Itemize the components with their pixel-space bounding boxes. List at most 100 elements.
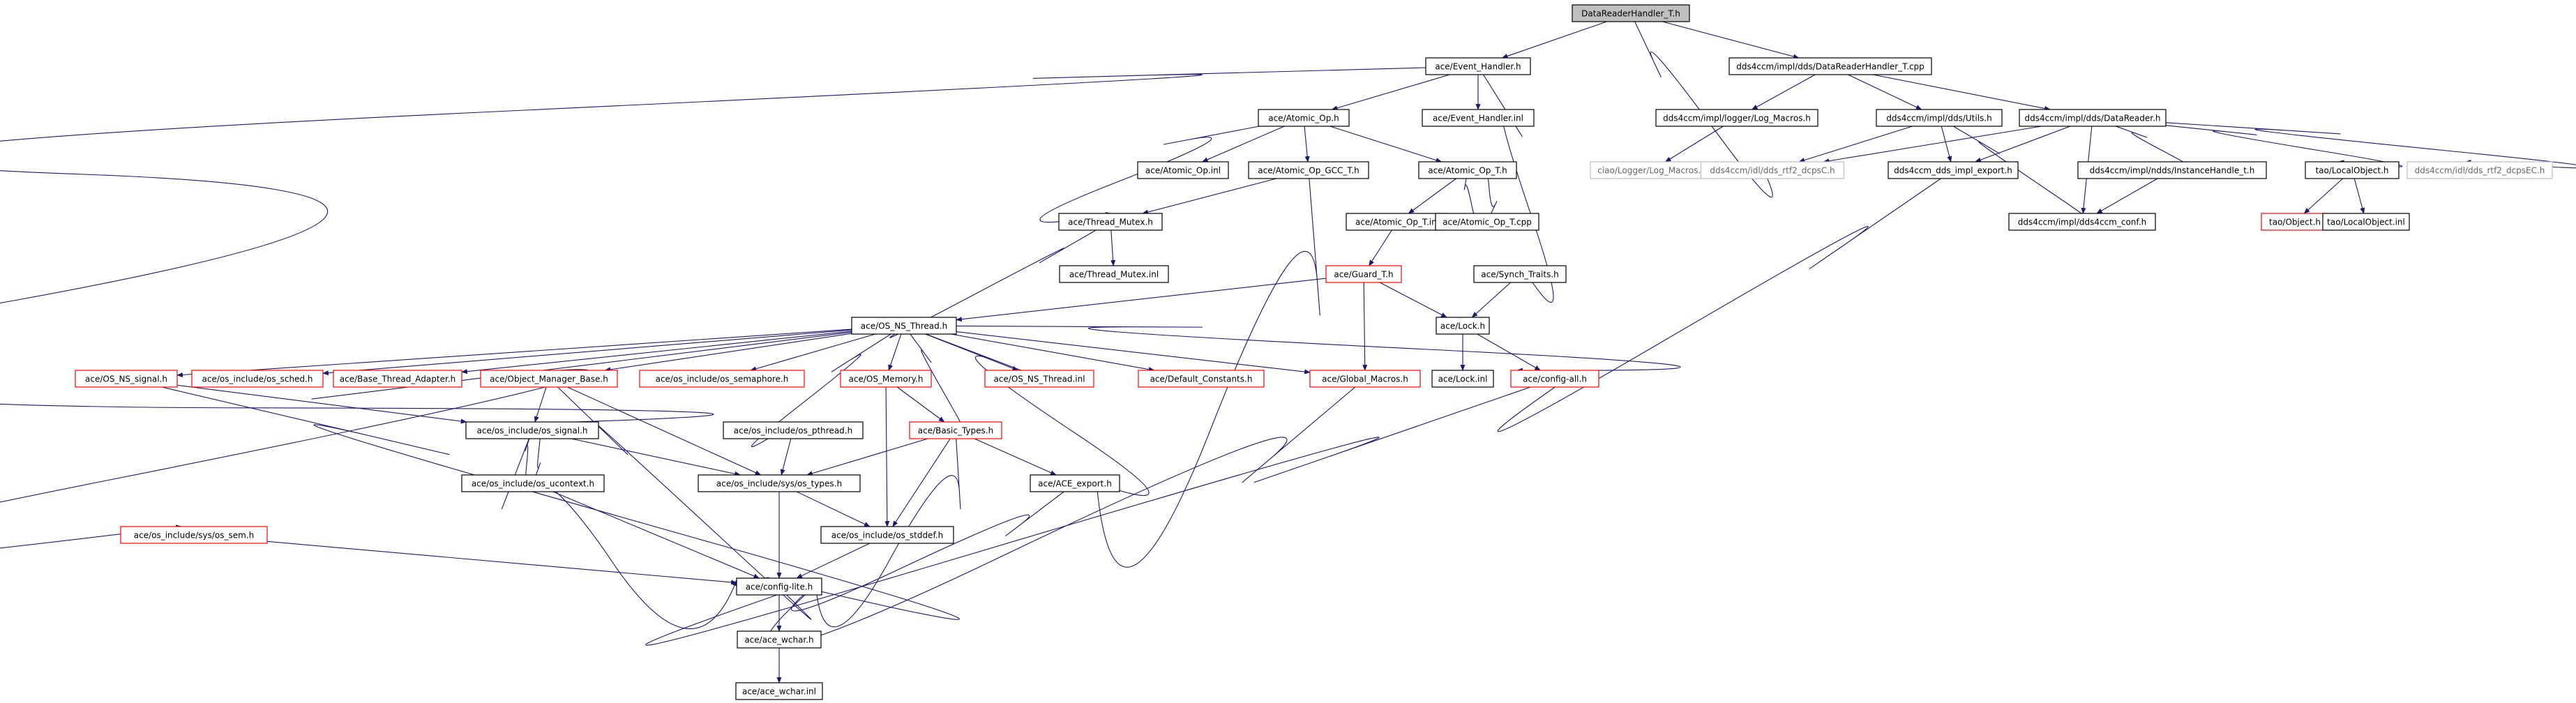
edge-n41-to-n47: [813, 438, 961, 628]
graph-node[interactable]: ace/os_include/sys/os_sem.h: [120, 526, 268, 544]
edge-n2-to-n6: [1848, 74, 1922, 110]
graph-node[interactable]: ace/Event_Handler.inl: [1422, 109, 1535, 127]
graph-node[interactable]: ace/OS_NS_Thread.h: [851, 317, 957, 335]
node-label: ace/Atomic_Op_GCC_T.h: [1258, 166, 1359, 176]
node-box: [1435, 213, 1539, 231]
edge-n1-to-n39: [0, 67, 1426, 428]
graph-node[interactable]: ace/config-all.h: [1510, 370, 1599, 388]
graph-node[interactable]: ace/Event_Handler.h: [1425, 57, 1531, 75]
node-label: ace/OS_NS_Thread.inl: [993, 375, 1085, 384]
node-label: ace/Atomic_Op_T.cpp: [1443, 218, 1532, 227]
edge-n45-to-n47: [796, 543, 871, 579]
node-box: [2406, 161, 2553, 179]
graph-node[interactable]: ace/Thread_Mutex.inl: [1059, 265, 1169, 283]
graph-node[interactable]: dds4ccm_dds_impl_export.h: [1888, 161, 2019, 179]
graph-node[interactable]: dds4ccm/idl/dds_rtf2_dcpsC.h: [1700, 161, 1845, 179]
edge-n7-to-n16: [2165, 122, 2576, 169]
node-box: [736, 577, 822, 596]
edge-n26-to-n35: [951, 333, 1155, 372]
node-label: ace/Base_Thread_Adapter.h: [340, 375, 455, 384]
graph-node[interactable]: ace/OS_NS_signal.h: [75, 370, 178, 388]
node-label: ace/os_include/os_ucontext.h: [472, 479, 594, 489]
graph-node[interactable]: dds4ccm/impl/ndds/InstanceHandle_t.h: [2077, 161, 2267, 179]
graph-node[interactable]: ace/Lock.inl: [1431, 370, 1494, 388]
edge-n31-to-n47: [557, 386, 812, 620]
node-box: [2261, 213, 2329, 231]
graph-node[interactable]: ace/Atomic_Op.h: [1258, 109, 1350, 127]
graph-node[interactable]: ace/os_include/os_stddef.h: [820, 526, 954, 544]
graph-node[interactable]: dds4ccm/impl/dds/DataReaderHandler_T.cpp: [1728, 57, 1932, 75]
edge-n7-to-n15: [2165, 125, 2403, 167]
graph-node[interactable]: ace/Synch_Traits.h: [1473, 265, 1567, 283]
graph-node[interactable]: ace/Thread_Mutex.h: [1058, 213, 1163, 231]
graph-node[interactable]: ace/os_include/sys/os_types.h: [698, 474, 861, 492]
edge-n14-to-n20: [2096, 178, 2158, 214]
node-box: [840, 370, 932, 388]
edge-n33-to-n45: [884, 386, 890, 527]
graph-node[interactable]: ace/Atomic_Op.inl: [1137, 161, 1229, 179]
graph-node[interactable]: ace/OS_NS_Thread.inl: [984, 370, 1094, 388]
edge-n7-to-n13: [1975, 126, 2071, 162]
graph-node[interactable]: tao/LocalObject.h: [2305, 161, 2400, 179]
node-label: ace/os_include/os_semaphore.h: [656, 375, 789, 384]
node-box: [1655, 109, 1818, 127]
graph-node[interactable]: ace/Guard_T.h: [1325, 265, 1402, 283]
node-box: [698, 474, 861, 492]
edge-n13-to-n38: [1497, 178, 1941, 432]
node-label: dds4ccm/impl/dds/DataReader.h: [2024, 114, 2160, 123]
node-label: ace/Basic_Types.h: [918, 426, 993, 436]
graph-node[interactable]: ace/os_include/os_pthread.h: [723, 421, 864, 439]
graph-node[interactable]: tao/Object.h: [2261, 213, 2329, 231]
graph-node[interactable]: ace/config-lite.h: [736, 577, 822, 596]
node-layer: DataReaderHandler_T.h ace/Event_Handler.h…: [75, 4, 2553, 700]
edge-n26-to-n36: [956, 331, 1311, 375]
graph-node[interactable]: ace/os_include/os_semaphore.h: [639, 370, 805, 388]
edge-n0-to-n12: [1634, 21, 1773, 198]
graph-node[interactable]: ace/OS_Memory.h: [840, 370, 932, 388]
node-label: tao/LocalObject.h: [2315, 166, 2388, 176]
node-box: [1572, 4, 1690, 22]
graph-node[interactable]: dds4ccm/impl/logger/Log_Macros.h: [1655, 109, 1818, 127]
graph-node[interactable]: ace/os_include/os_signal.h: [465, 421, 599, 439]
graph-node[interactable]: ace/Atomic_Op_GCC_T.h: [1248, 161, 1369, 179]
graph-node[interactable]: ciao/Logger/Log_Macros.h: [1590, 161, 1714, 179]
node-box: [723, 421, 864, 439]
node-box: [465, 421, 599, 439]
edge-n33-to-n41: [896, 386, 945, 423]
graph-node[interactable]: ace/Atomic_Op_T.h: [1418, 161, 1517, 179]
node-box: [639, 370, 805, 388]
graph-node[interactable]: ace/Lock.h: [1436, 317, 1490, 335]
graph-node[interactable]: dds4ccm/idl/dds_rtf2_dcpsEC.h: [2406, 161, 2553, 179]
node-label: ace/config-all.h: [1523, 375, 1587, 384]
node-label: ace/Event_Handler.h: [1435, 62, 1521, 72]
graph-node[interactable]: dds4ccm/impl/dds4ccm_conf.h: [2008, 213, 2156, 231]
graph-node[interactable]: ace/os_include/os_sched.h: [191, 370, 324, 388]
node-box: [851, 317, 957, 335]
graph-node[interactable]: ace/ace_wchar.h: [737, 630, 822, 649]
graph-node[interactable]: dds4ccm/impl/dds/DataReader.h: [2019, 109, 2167, 127]
graph-node[interactable]: ace/Base_Thread_Adapter.h: [333, 370, 462, 388]
edge-n1-to-n25: [1483, 74, 1554, 303]
edge-n6-to-n12: [1798, 126, 1913, 162]
edge-n26-to-n40: [751, 333, 891, 447]
graph-node[interactable]: ace/os_include/os_ucontext.h: [461, 474, 605, 492]
graph-node[interactable]: ace/Atomic_Op_T.inl: [1346, 213, 1449, 231]
graph-node[interactable]: ace/Default_Constants.h: [1138, 370, 1265, 388]
node-label: ace/config-lite.h: [746, 582, 813, 592]
graph-node[interactable]: ace/ACE_export.h: [1030, 474, 1120, 492]
graph-node[interactable]: ace/Object_Manager_Base.h: [480, 370, 618, 388]
graph-node[interactable]: dds4ccm/impl/dds/Utils.h: [1876, 109, 2003, 127]
graph-node[interactable]: ace/Global_Macros.h: [1309, 370, 1421, 388]
graph-node[interactable]: DataReaderHandler_T.h: [1572, 4, 1690, 22]
edge-n27-to-n38: [1477, 333, 1541, 371]
graph-node[interactable]: ace/ace_wchar.inl: [735, 682, 823, 700]
edge-n18-to-n24: [1369, 229, 1392, 266]
graph-node[interactable]: tao/LocalObject.inl: [2322, 213, 2410, 231]
node-label: dds4ccm/impl/dds/Utils.h: [1886, 114, 1991, 123]
edge-n39-to-n43: [571, 438, 741, 476]
node-label: ace/Guard_T.h: [1334, 270, 1393, 280]
edge-n28-to-n47: [161, 386, 960, 620]
node-label: ace/Atomic_Op.inl: [1145, 166, 1221, 176]
graph-node[interactable]: ace/Atomic_Op_T.cpp: [1435, 213, 1539, 231]
graph-node[interactable]: ace/Basic_Types.h: [909, 421, 1002, 439]
